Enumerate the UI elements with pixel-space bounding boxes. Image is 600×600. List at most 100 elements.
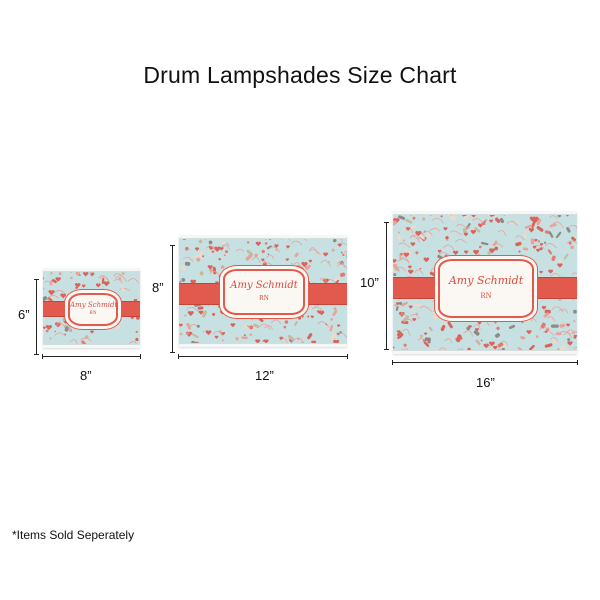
pattern-motif xyxy=(198,239,203,244)
pattern-motif xyxy=(531,220,536,229)
pattern-motif xyxy=(283,325,287,329)
pattern-motif xyxy=(423,257,430,263)
pattern-motif xyxy=(427,233,432,238)
pattern-motif xyxy=(472,218,483,223)
pattern-motif xyxy=(408,265,412,269)
pattern-motif xyxy=(128,341,137,345)
pattern-motif xyxy=(235,337,239,341)
pattern-motif xyxy=(547,249,553,255)
pattern-motif xyxy=(550,324,559,328)
pattern-motif xyxy=(526,330,532,335)
pattern-motif xyxy=(558,308,569,314)
lampshade-rim-bottom xyxy=(43,344,140,348)
pattern-motif xyxy=(291,263,293,265)
pattern-motif xyxy=(503,343,508,348)
pattern-motif xyxy=(550,273,561,277)
pattern-motif xyxy=(549,215,558,219)
pattern-motif xyxy=(481,220,486,226)
pattern-motif xyxy=(475,339,481,346)
pattern-motif xyxy=(496,326,500,331)
pattern-motif xyxy=(489,341,495,347)
pattern-motif xyxy=(329,325,334,332)
pattern-motif xyxy=(518,250,521,253)
pattern-motif xyxy=(440,324,446,332)
height-label: 8” xyxy=(152,280,164,295)
pattern-motif xyxy=(543,329,555,337)
pattern-motif xyxy=(397,235,401,242)
lampshade-rim-bottom xyxy=(179,343,347,347)
pattern-motif xyxy=(465,223,471,230)
pattern-motif xyxy=(213,330,223,337)
pattern-motif xyxy=(221,332,226,336)
pattern-motif xyxy=(570,245,574,250)
lampshade-large-drum: Amy Schmidt RN xyxy=(393,211,577,354)
pattern-motif xyxy=(212,312,216,316)
width-label: 8” xyxy=(80,368,92,383)
pattern-motif xyxy=(330,333,336,340)
pattern-motif xyxy=(467,226,470,229)
label-name: Amy Schmidt xyxy=(70,301,118,309)
pattern-motif xyxy=(491,242,504,248)
pattern-motif xyxy=(422,217,426,221)
pattern-motif xyxy=(253,323,260,329)
pattern-motif xyxy=(403,315,410,322)
pattern-motif xyxy=(222,244,231,250)
pattern-motif xyxy=(127,278,139,284)
pattern-motif xyxy=(255,241,261,247)
pattern-motif xyxy=(120,284,125,292)
pattern-motif xyxy=(198,310,204,315)
pattern-motif xyxy=(566,227,571,233)
pattern-motif xyxy=(83,272,89,277)
pattern-motif xyxy=(524,224,533,229)
pattern-motif xyxy=(80,337,92,342)
pattern-motif xyxy=(47,295,59,299)
pattern-motif xyxy=(298,316,302,320)
pattern-motif xyxy=(551,255,556,262)
pattern-motif xyxy=(294,252,299,258)
pattern-motif xyxy=(455,238,467,244)
pattern-motif xyxy=(412,216,416,220)
pattern-motif xyxy=(336,332,341,336)
pattern-motif xyxy=(544,243,557,249)
pattern-motif xyxy=(205,330,212,336)
pattern-motif xyxy=(336,324,341,328)
pattern-motif xyxy=(453,250,459,256)
pattern-motif xyxy=(54,332,66,337)
pattern-motif xyxy=(97,288,109,295)
pattern-motif xyxy=(333,238,337,243)
pattern-motif xyxy=(332,310,338,317)
pattern-motif xyxy=(331,248,335,252)
pattern-motif xyxy=(414,269,424,275)
pattern-motif xyxy=(549,223,557,228)
pattern-motif xyxy=(243,334,246,337)
pattern-motif xyxy=(393,346,395,349)
pattern-motif xyxy=(334,277,341,281)
pattern-motif xyxy=(135,337,139,342)
pattern-motif xyxy=(60,293,67,299)
lampshade-rim-bottom xyxy=(393,350,577,354)
pattern-motif xyxy=(186,332,189,335)
pattern-motif xyxy=(325,323,328,326)
pattern-motif xyxy=(568,241,572,245)
pattern-motif xyxy=(116,325,120,329)
pattern-motif xyxy=(439,323,443,327)
pattern-motif xyxy=(537,240,541,243)
pattern-motif xyxy=(328,260,331,263)
pattern-motif xyxy=(284,320,289,324)
pattern-motif xyxy=(89,271,92,275)
pattern-motif xyxy=(440,215,443,218)
pattern-motif xyxy=(287,334,295,341)
pattern-motif xyxy=(437,249,442,254)
pattern-motif xyxy=(559,330,571,336)
pattern-motif xyxy=(235,248,245,252)
pattern-motif xyxy=(534,238,538,242)
pattern-motif xyxy=(474,227,481,233)
pattern-motif xyxy=(569,224,577,229)
pattern-motif xyxy=(54,290,66,295)
lampshade-rim-top xyxy=(393,211,577,215)
pattern-motif xyxy=(493,345,498,350)
pattern-motif xyxy=(494,333,501,338)
pattern-motif xyxy=(308,249,321,255)
pattern-motif xyxy=(543,241,547,244)
pattern-motif xyxy=(215,281,219,285)
